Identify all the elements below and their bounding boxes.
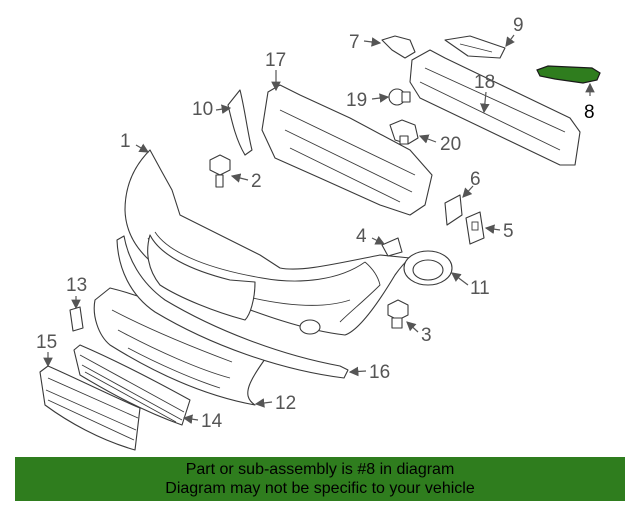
banner-line-1: Part or sub-assembly is #8 in diagram <box>185 461 455 478</box>
callout-18[interactable]: 18 <box>474 72 495 93</box>
callout-8[interactable]: 8 <box>584 102 595 123</box>
callout-12[interactable]: 12 <box>275 393 296 414</box>
callout-3[interactable]: 3 <box>421 325 432 346</box>
callout-16[interactable]: 16 <box>369 362 390 383</box>
part-8-highlighted[interactable] <box>536 65 601 84</box>
callout-7[interactable]: 7 <box>349 32 360 53</box>
part-5-bracket[interactable] <box>465 211 485 245</box>
part-9-bracket[interactable] <box>444 35 506 59</box>
part-1-bumper-cover[interactable] <box>124 149 411 336</box>
part-19-fastener[interactable] <box>388 88 411 106</box>
callout-9[interactable]: 9 <box>513 15 524 36</box>
part-11-fog-bezel[interactable] <box>403 250 453 286</box>
callout-11[interactable]: 11 <box>470 278 490 299</box>
part-15-lower-mesh[interactable] <box>39 365 141 451</box>
info-banner: Part or sub-assembly is #8 in diagram Di… <box>15 457 625 501</box>
part-2-bolt[interactable] <box>209 154 231 188</box>
part-13-clip[interactable] <box>69 306 84 332</box>
leader-lines <box>43 34 595 424</box>
parts-diagram: 1 2 3 4 5 6 7 8 9 10 11 12 13 14 15 16 1… <box>36 15 601 451</box>
callout-1[interactable]: 1 <box>120 131 131 152</box>
callout-4[interactable]: 4 <box>356 226 367 247</box>
callout-13[interactable]: 13 <box>66 275 87 296</box>
part-7-bracket[interactable] <box>381 35 416 59</box>
callout-14[interactable]: 14 <box>201 411 223 432</box>
part-3-bolt[interactable] <box>387 299 409 329</box>
callout-20[interactable]: 20 <box>440 134 461 155</box>
callout-15[interactable]: 15 <box>36 332 57 353</box>
callout-17[interactable]: 17 <box>265 50 286 71</box>
banner-line-2: Diagram may not be specific to your vehi… <box>165 480 475 497</box>
part-18-reinforcement-beam[interactable] <box>409 49 581 166</box>
part-16-molding[interactable] <box>116 235 349 379</box>
part-14-mesh-grille[interactable] <box>73 344 191 426</box>
callout-6[interactable]: 6 <box>470 169 481 190</box>
callout-5[interactable]: 5 <box>503 221 514 242</box>
part-6-bracket[interactable] <box>444 194 463 226</box>
part-4-bracket[interactable] <box>381 237 403 257</box>
part-17-absorber[interactable] <box>261 84 433 216</box>
part-20-fastener[interactable] <box>389 119 419 145</box>
callout-2[interactable]: 2 <box>251 171 262 192</box>
part-10-shield[interactable] <box>227 89 253 156</box>
callout-10[interactable]: 10 <box>192 99 213 120</box>
callout-19[interactable]: 19 <box>346 90 367 111</box>
